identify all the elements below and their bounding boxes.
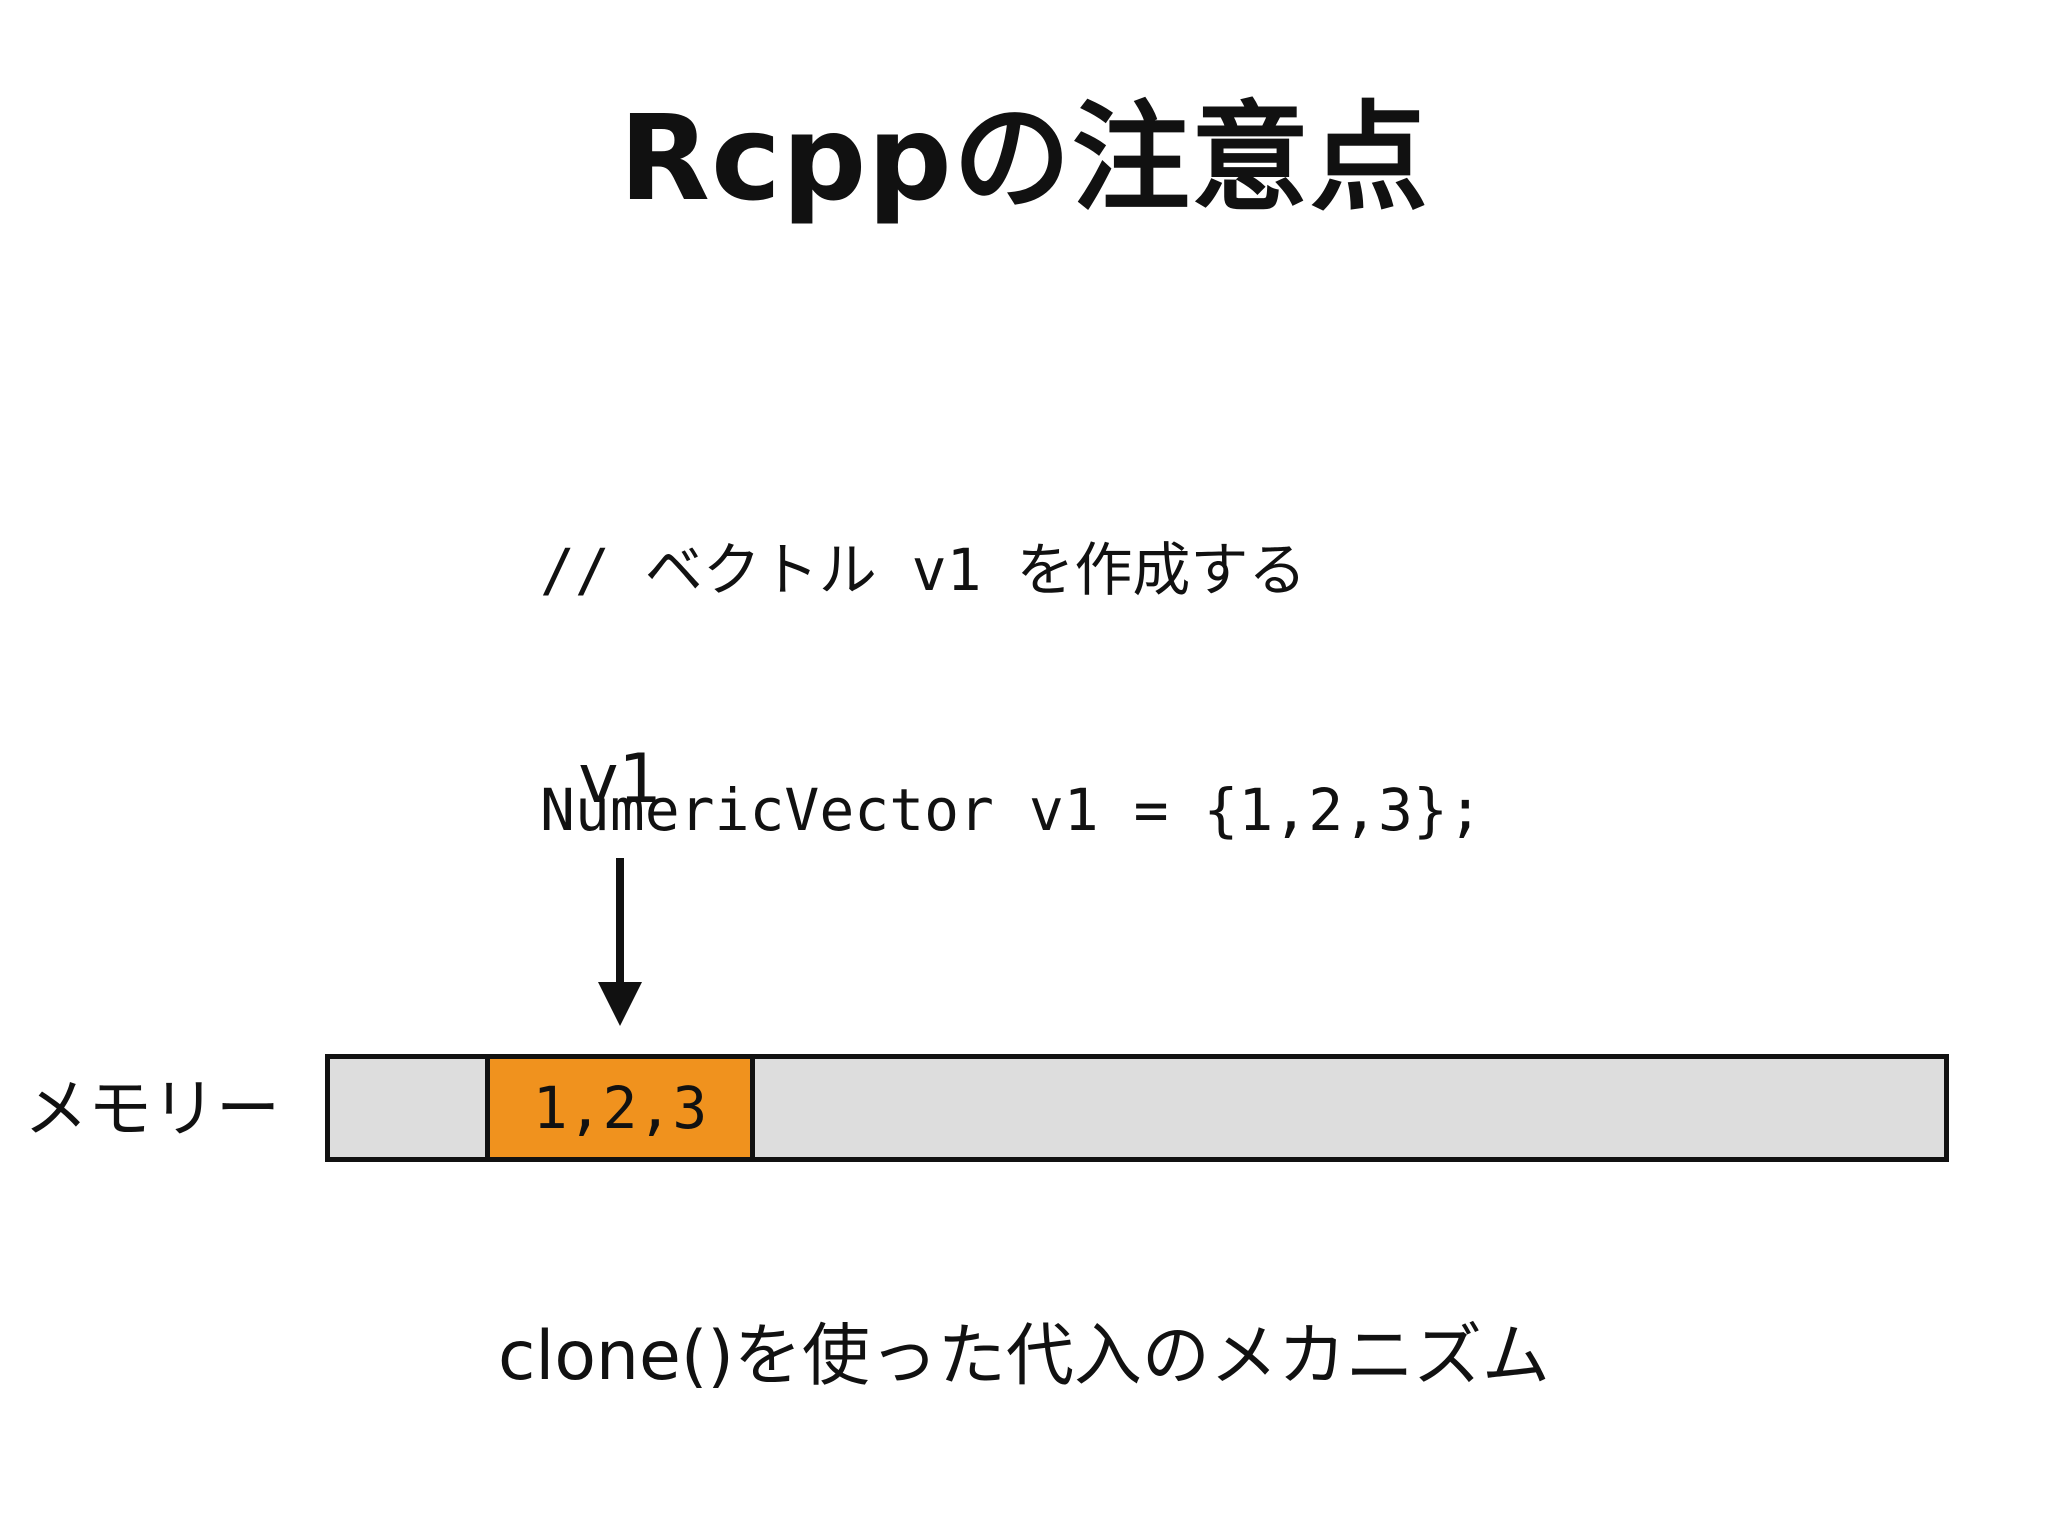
memory-free-segment <box>755 1059 1944 1157</box>
memory-label: メモリー <box>24 1073 280 1147</box>
code-block: // ベクトル v1 を作成する NumericVector v1 = {1,2… <box>540 370 1483 930</box>
slide-title: Rcppの注意点 <box>619 89 1429 227</box>
memory-cell-v1: 1,2,3 <box>485 1059 755 1157</box>
memory-free-segment <box>330 1059 485 1157</box>
slide-caption: clone()を使った代入のメカニズム <box>498 1317 1550 1396</box>
pointer-label-v1: v1 <box>578 740 662 819</box>
code-comment: // ベクトル v1 を作成する <box>540 536 1307 604</box>
memory-bar: 1,2,3 <box>325 1054 1949 1162</box>
down-arrow-icon <box>598 858 642 1026</box>
memory-cell-value: 1,2,3 <box>532 1074 708 1142</box>
code-statement: NumericVector v1 = {1,2,3}; <box>540 776 1483 844</box>
